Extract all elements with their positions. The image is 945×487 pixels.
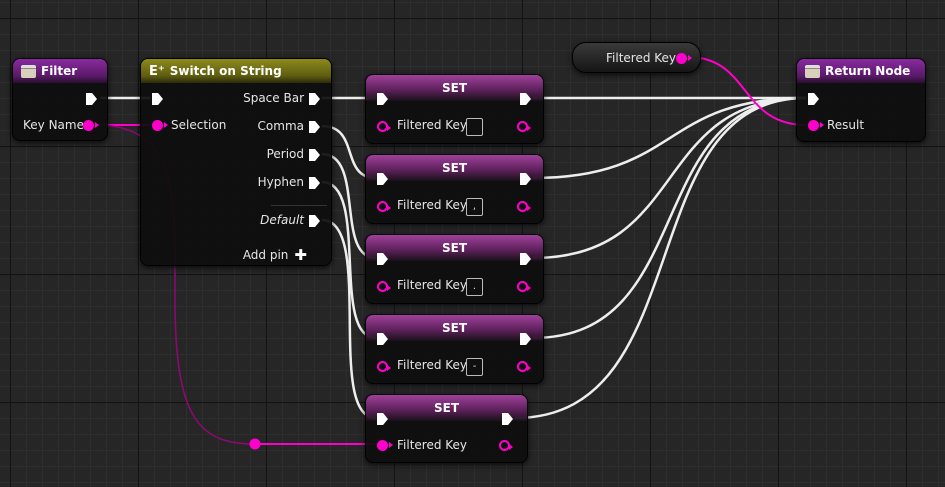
pin-label: Period bbox=[266, 147, 304, 161]
comma-pin[interactable] bbox=[309, 121, 320, 133]
space-bar-pin[interactable] bbox=[309, 93, 320, 105]
value-input[interactable]: . bbox=[466, 278, 483, 296]
exec-out-pin[interactable] bbox=[86, 93, 97, 105]
selection-pin[interactable] bbox=[152, 120, 168, 131]
filtered-key-in-pin[interactable] bbox=[377, 201, 391, 212]
exec-in-pin[interactable] bbox=[152, 93, 163, 105]
set-node[interactable]: SET Filtered Key - bbox=[365, 314, 544, 384]
pin-label: Filtered Key bbox=[397, 118, 468, 132]
value-input[interactable]: - bbox=[466, 358, 483, 376]
node-title: SET bbox=[366, 155, 543, 181]
function-icon bbox=[21, 64, 36, 78]
exec-out-pin[interactable] bbox=[520, 333, 531, 345]
pin-label: Hyphen bbox=[257, 175, 304, 189]
exec-in-pin[interactable] bbox=[377, 333, 388, 345]
exec-in-pin[interactable] bbox=[377, 173, 388, 185]
exec-out-pin[interactable] bbox=[520, 93, 531, 105]
pin-label: Result bbox=[827, 118, 865, 132]
function-icon bbox=[805, 64, 820, 78]
exec-out-pin[interactable] bbox=[502, 413, 513, 425]
filtered-key-out-pin[interactable] bbox=[517, 121, 531, 132]
reroute-node bbox=[249, 438, 261, 450]
node-title: SET bbox=[366, 235, 543, 261]
exec-out-pin[interactable] bbox=[520, 253, 531, 265]
filtered-key-out-pin[interactable] bbox=[517, 361, 531, 372]
set-node[interactable]: SET Filtered Key , bbox=[365, 154, 544, 224]
hyphen-pin[interactable] bbox=[309, 177, 320, 189]
pin-label: Filtered Key bbox=[397, 438, 468, 452]
pin-label: Filtered Key bbox=[397, 278, 468, 292]
node-title: Filter bbox=[41, 64, 78, 78]
set-node[interactable]: SET Filtered Key bbox=[365, 394, 528, 463]
switch-on-string-node[interactable]: E⁺ Switch on String Selection Space Bar C… bbox=[140, 58, 332, 266]
filter-entry-node[interactable]: Filter Key Name bbox=[12, 58, 108, 141]
period-pin[interactable] bbox=[309, 149, 320, 161]
pin-label: Space Bar bbox=[243, 91, 304, 105]
add-pin-button[interactable]: Add pin ✚ bbox=[243, 246, 307, 264]
filtered-key-out-pin[interactable] bbox=[517, 281, 531, 292]
filtered-key-out-pin[interactable] bbox=[517, 201, 531, 212]
filtered-key-getter-node[interactable]: Filtered Key bbox=[572, 42, 701, 73]
key-name-pin[interactable] bbox=[83, 120, 99, 131]
node-title: Switch on String bbox=[169, 64, 282, 78]
node-title: SET bbox=[366, 75, 543, 101]
pin-label: Key Name bbox=[23, 118, 84, 132]
exec-out-pin[interactable] bbox=[520, 173, 531, 185]
pin-label: Default bbox=[260, 213, 304, 227]
node-title: SET bbox=[366, 315, 543, 341]
exec-in-pin[interactable] bbox=[377, 413, 388, 425]
filtered-key-in-pin[interactable] bbox=[377, 281, 391, 292]
switch-icon: E⁺ bbox=[149, 63, 165, 79]
set-node[interactable]: SET Filtered Key . bbox=[365, 234, 544, 304]
variable-label: Filtered Key bbox=[606, 51, 677, 65]
node-title: SET bbox=[366, 395, 527, 421]
value-input[interactable] bbox=[466, 118, 483, 136]
pin-label: Filtered Key bbox=[397, 358, 468, 372]
filtered-key-in-pin[interactable] bbox=[377, 361, 391, 372]
filtered-key-in-pin[interactable] bbox=[377, 121, 391, 132]
pin-label: Filtered Key bbox=[397, 198, 468, 212]
divider bbox=[271, 205, 327, 206]
exec-in-pin[interactable] bbox=[808, 93, 819, 105]
set-node[interactable]: SET Filtered Key bbox=[365, 74, 544, 144]
filtered-key-in-pin[interactable] bbox=[377, 440, 393, 451]
pin-label: Comma bbox=[257, 119, 304, 133]
filtered-key-out-pin[interactable] bbox=[499, 440, 513, 451]
add-pin-label: Add pin bbox=[242, 248, 289, 262]
default-pin[interactable] bbox=[309, 215, 320, 227]
exec-in-pin[interactable] bbox=[377, 253, 388, 265]
value-input[interactable]: , bbox=[466, 198, 483, 216]
return-node[interactable]: Return Node Result bbox=[796, 58, 926, 142]
plus-icon: ✚ bbox=[294, 246, 307, 264]
node-title: Return Node bbox=[825, 64, 911, 78]
filtered-key-pin[interactable] bbox=[676, 53, 692, 64]
result-pin[interactable] bbox=[808, 120, 824, 131]
exec-in-pin[interactable] bbox=[377, 93, 388, 105]
pin-label: Selection bbox=[171, 118, 227, 132]
